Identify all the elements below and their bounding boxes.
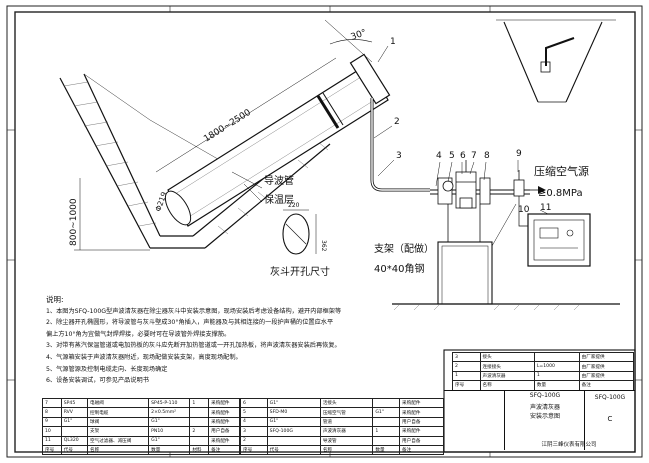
- installation-notes: 说明: 1、本图为SFQ-100G型声波清灰器在除尘器灰斗中安装示意图，现场安装…: [46, 294, 446, 387]
- insulation-leader: [243, 183, 263, 203]
- hole-height-label: 362: [320, 240, 327, 252]
- arrow-head: [538, 186, 546, 194]
- note-line: 5、气源管源及控制电缆走向、长度现场确定: [46, 365, 168, 373]
- drawing-number: SFQ-100G: [594, 394, 626, 401]
- note-line: 3、对带有蒸汽保温管道或电加热板的灰斗应先断开加热管道或一开孔加热板，将声波清灰…: [46, 342, 341, 350]
- callout-2: 2: [394, 117, 400, 127]
- note-line: 1、本图为SFQ-100G型声波清灰器在除尘器灰斗中安装示意图，现场安装后考虑设…: [46, 307, 342, 315]
- callout-8: 8: [484, 151, 490, 161]
- note-line: 2、除尘器开孔椭圆形，将导波管与灰斗壁成30°角插入，声能器及与其相连接的一段护…: [46, 319, 334, 327]
- callout-leaders: [373, 45, 549, 247]
- hole-width-label: 220: [288, 202, 300, 209]
- callout-11: 11: [540, 203, 551, 213]
- support-stand: [392, 204, 620, 305]
- controller-box: [527, 213, 591, 267]
- callout-4: 4: [436, 151, 442, 161]
- hopper-top-lines: [83, 73, 231, 167]
- top-right-detail: [496, 19, 616, 103]
- note-line: 4、气源箱安装于声波清灰器附近，现场配做安装支架，高度现场配制。: [46, 353, 242, 361]
- frame-ticks: [7, 6, 642, 457]
- callout-7: 7: [471, 151, 477, 161]
- height-label: 800~1000: [69, 198, 79, 246]
- length-dim-line: [155, 57, 337, 173]
- note-line: 6、设备安装调试，可参见产品说明书: [46, 377, 149, 385]
- angle-arc: [329, 39, 373, 45]
- callout-1: 1: [390, 37, 396, 47]
- title-name-cell: SFQ-100G 声波清灰器 安装示意图: [504, 390, 585, 450]
- pipe-label: 导波管: [264, 174, 294, 187]
- table-header: 序号名称数量备注: [452, 380, 635, 391]
- title-model: SFQ-100G: [529, 392, 561, 399]
- table-header: 序号代号名称数量备注: [240, 444, 444, 456]
- title-line-2: 安装示意图: [529, 413, 560, 420]
- insulation-label: 保温层: [264, 193, 294, 206]
- outer-frame: [6, 5, 643, 458]
- sheet-code: C: [607, 415, 613, 423]
- callout-3: 3: [396, 151, 402, 161]
- table-header: 序号代号名称数量材料备注: [42, 444, 240, 456]
- waveguide-pipe: [164, 53, 391, 227]
- length-label: 1800~2500: [202, 108, 253, 145]
- title-block: [443, 349, 636, 453]
- callout-6: 6: [460, 151, 466, 161]
- callout-9: 9: [516, 149, 522, 159]
- title-number-cell: SFQ-100G C 江阴三峰仪表有限公司: [541, 390, 635, 450]
- title-line-1: 声波清灰器: [529, 404, 560, 411]
- notes-heading: 说明:: [46, 295, 64, 304]
- air-source-label: 压缩空气源: [534, 164, 589, 178]
- callout-5: 5: [449, 151, 455, 161]
- valve-assembly: [437, 160, 525, 209]
- note-line: 偏上方10°角为宜做气封焊焊接，必要时可在导波管外焊接支撑筋。: [46, 330, 231, 338]
- support-label: 支架（配做）: [374, 242, 434, 255]
- title-divider: [444, 390, 635, 391]
- angle-ref-line: [324, 19, 373, 63]
- company-name: 江阴三峰仪表有限公司: [541, 442, 597, 448]
- pressure-label: ≥0.8MPa: [538, 188, 583, 199]
- ground-hatch: [393, 303, 581, 311]
- hopper-hole-detail: [282, 209, 317, 255]
- control-cable: [518, 196, 528, 227]
- callout-10: 10: [518, 205, 530, 215]
- angle-steel-label: 40*40角钢: [374, 262, 424, 275]
- pipe-leader: [231, 171, 263, 189]
- hole-caption: 灰斗开孔尺寸: [270, 265, 330, 278]
